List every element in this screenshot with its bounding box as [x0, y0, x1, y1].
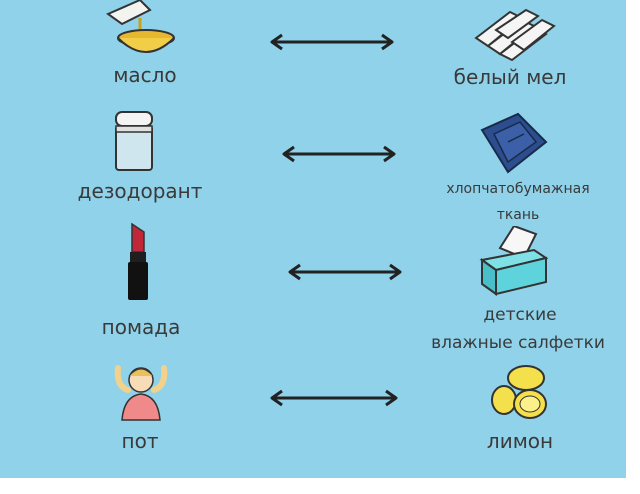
label-sweat: пот — [121, 429, 159, 453]
lipstick-icon — [128, 222, 148, 300]
oil-bowl-icon — [105, 0, 175, 53]
lemon-icon — [491, 365, 547, 419]
label-deodorant: дезодорант — [77, 179, 203, 203]
label-cotton-line2: ткань — [496, 207, 540, 223]
baby-wipes-icon — [479, 226, 549, 296]
label-cotton-line1: хлопчатобумажная — [446, 181, 590, 197]
double-arrow-4 — [270, 389, 398, 407]
label-lemon: лимон — [486, 429, 554, 453]
label-lipstick: помада — [101, 315, 181, 339]
label-wipes-line2: влажные салфетки — [431, 333, 605, 353]
double-arrow-3 — [288, 263, 402, 281]
double-arrow-1 — [270, 33, 394, 51]
double-arrow-2 — [282, 145, 396, 163]
label-white-chalk: белый мел — [453, 65, 567, 89]
white-chalk-icon — [474, 8, 556, 62]
infographic-panel: масло белый мел дезодорант хлопчатобумаж… — [0, 0, 626, 478]
cotton-cloth-icon — [480, 112, 548, 174]
deodorant-stick-icon — [115, 111, 153, 171]
label-wipes-line1: детские — [483, 305, 557, 325]
sweating-person-icon — [114, 365, 168, 421]
label-oil: масло — [113, 63, 177, 87]
